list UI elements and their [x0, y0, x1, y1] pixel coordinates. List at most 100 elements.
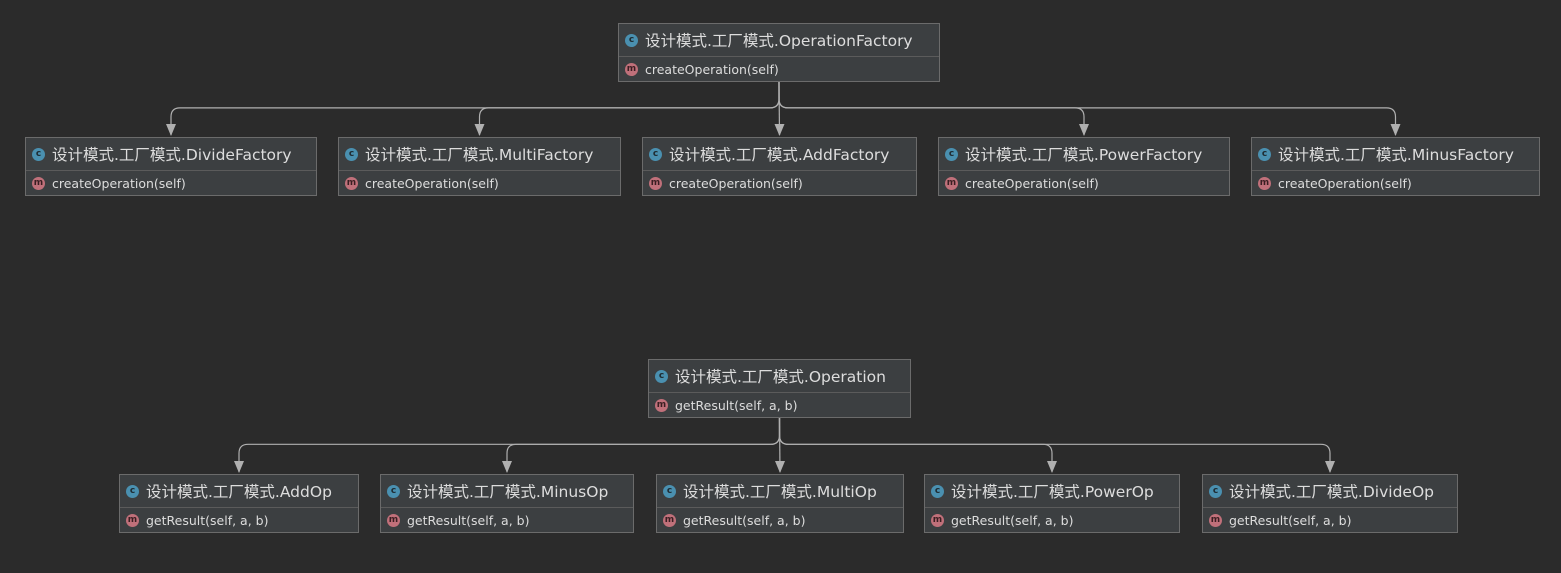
class-header: c 设计模式.工厂模式.MinusOp — [381, 475, 633, 508]
method-icon: m — [649, 176, 662, 190]
method-row[interactable]: m getResult(self, a, b) — [120, 508, 358, 532]
method-name: getResult(self, a, b) — [675, 397, 798, 413]
class-name: 设计模式.工厂模式.MinusOp — [407, 483, 609, 501]
method-row[interactable]: m createOperation(self) — [643, 171, 916, 195]
class-icon: c — [655, 369, 668, 383]
class-icon: c — [625, 33, 638, 47]
method-row[interactable]: m createOperation(self) — [26, 171, 316, 195]
method-row[interactable]: m getResult(self, a, b) — [657, 508, 903, 532]
class-icon: c — [945, 147, 958, 161]
inheritance-edge — [778, 82, 1397, 135]
method-row[interactable]: m createOperation(self) — [619, 57, 939, 81]
arrowhead-icon — [474, 124, 485, 136]
class-header: c 设计模式.工厂模式.DivideFactory — [26, 138, 316, 171]
class-node-divide-op[interactable]: c 设计模式.工厂模式.DivideOp m getResult(self, a… — [1202, 474, 1458, 533]
inheritance-edge — [478, 82, 780, 135]
class-node-add-factory[interactable]: c 设计模式.工厂模式.AddFactory m createOperation… — [642, 137, 917, 196]
class-name: 设计模式.工厂模式.AddFactory — [669, 146, 890, 164]
class-icon: c — [387, 484, 400, 498]
method-icon: m — [945, 176, 958, 190]
class-node-power-op[interactable]: c 设计模式.工厂模式.PowerOp m getResult(self, a,… — [924, 474, 1180, 533]
arrowhead-icon — [775, 461, 785, 473]
inheritance-edge — [778, 418, 1331, 472]
class-name: 设计模式.工厂模式.Operation — [675, 368, 886, 386]
class-header: c 设计模式.工厂模式.MultiOp — [657, 475, 903, 508]
inheritance-edge — [778, 82, 1085, 135]
class-name: 设计模式.工厂模式.AddOp — [146, 483, 332, 501]
method-name: createOperation(self) — [965, 175, 1099, 191]
class-name: 设计模式.工厂模式.PowerOp — [951, 483, 1154, 501]
class-node-operation-factory[interactable]: c 设计模式.工厂模式.OperationFactory m createOpe… — [618, 23, 940, 82]
class-icon: c — [1209, 484, 1222, 498]
class-icon: c — [32, 147, 45, 161]
method-row[interactable]: m getResult(self, a, b) — [1203, 508, 1457, 532]
method-name: createOperation(self) — [52, 175, 186, 191]
class-header: c 设计模式.工厂模式.AddFactory — [643, 138, 916, 171]
class-icon: c — [931, 484, 944, 498]
arrowhead-icon — [1390, 124, 1401, 136]
method-name: getResult(self, a, b) — [407, 512, 530, 528]
class-icon: c — [126, 484, 139, 498]
class-node-power-factory[interactable]: c 设计模式.工厂模式.PowerFactory m createOperati… — [938, 137, 1230, 196]
method-row[interactable]: m createOperation(self) — [939, 171, 1229, 195]
class-header: c 设计模式.工厂模式.MultiFactory — [339, 138, 620, 171]
method-name: createOperation(self) — [669, 175, 803, 191]
class-name: 设计模式.工厂模式.DivideOp — [1229, 483, 1434, 501]
method-row[interactable]: m getResult(self, a, b) — [649, 393, 910, 417]
arrowhead-icon — [234, 461, 244, 473]
method-icon: m — [1209, 513, 1222, 527]
class-header: c 设计模式.工厂模式.MinusFactory — [1252, 138, 1539, 171]
class-header: c 设计模式.工厂模式.PowerOp — [925, 475, 1179, 508]
class-header: c 设计模式.工厂模式.OperationFactory — [619, 24, 939, 57]
class-icon: c — [663, 484, 676, 498]
method-icon: m — [32, 176, 45, 190]
method-name: getResult(self, a, b) — [146, 512, 269, 528]
class-header: c 设计模式.工厂模式.PowerFactory — [939, 138, 1229, 171]
method-name: getResult(self, a, b) — [683, 512, 806, 528]
method-row[interactable]: m createOperation(self) — [1252, 171, 1539, 195]
arrowhead-icon — [1047, 461, 1057, 473]
inheritance-edge — [506, 418, 781, 472]
class-node-minus-factory[interactable]: c 设计模式.工厂模式.MinusFactory m createOperati… — [1251, 137, 1540, 196]
method-icon: m — [387, 513, 400, 527]
class-node-minus-op[interactable]: c 设计模式.工厂模式.MinusOp m getResult(self, a,… — [380, 474, 634, 533]
method-row[interactable]: m getResult(self, a, b) — [925, 508, 1179, 532]
class-node-divide-factory[interactable]: c 设计模式.工厂模式.DivideFactory m createOperat… — [25, 137, 317, 196]
class-node-multi-factory[interactable]: c 设计模式.工厂模式.MultiFactory m createOperati… — [338, 137, 621, 196]
class-header: c 设计模式.工厂模式.AddOp — [120, 475, 358, 508]
class-name: 设计模式.工厂模式.DivideFactory — [52, 146, 292, 164]
class-header: c 设计模式.工厂模式.DivideOp — [1203, 475, 1457, 508]
class-node-operation[interactable]: c 设计模式.工厂模式.Operation m getResult(self, … — [648, 359, 911, 418]
class-node-multi-op[interactable]: c 设计模式.工厂模式.MultiOp m getResult(self, a,… — [656, 474, 904, 533]
method-name: createOperation(self) — [645, 61, 779, 77]
method-icon: m — [663, 513, 676, 527]
inheritance-edge — [778, 418, 1053, 472]
method-icon: m — [655, 398, 668, 412]
class-name: 设计模式.工厂模式.MinusFactory — [1278, 146, 1514, 164]
class-name: 设计模式.工厂模式.MultiFactory — [365, 146, 594, 164]
class-name: 设计模式.工厂模式.MultiOp — [683, 483, 877, 501]
class-node-add-op[interactable]: c 设计模式.工厂模式.AddOp m getResult(self, a, b… — [119, 474, 359, 533]
method-row[interactable]: m createOperation(self) — [339, 171, 620, 195]
method-name: getResult(self, a, b) — [951, 512, 1074, 528]
class-icon: c — [345, 147, 358, 161]
method-icon: m — [1258, 176, 1271, 190]
arrowhead-icon — [502, 461, 512, 473]
method-name: getResult(self, a, b) — [1229, 512, 1352, 528]
method-icon: m — [126, 513, 139, 527]
class-icon: c — [649, 147, 662, 161]
method-name: createOperation(self) — [365, 175, 499, 191]
arrowhead-icon — [774, 124, 785, 136]
method-icon: m — [345, 176, 358, 190]
arrowhead-icon — [1325, 461, 1335, 473]
class-name: 设计模式.工厂模式.PowerFactory — [965, 146, 1203, 164]
method-icon: m — [625, 62, 638, 76]
class-icon: c — [1258, 147, 1271, 161]
method-icon: m — [931, 513, 944, 527]
method-row[interactable]: m getResult(self, a, b) — [381, 508, 633, 532]
class-name: 设计模式.工厂模式.OperationFactory — [645, 32, 913, 50]
class-header: c 设计模式.工厂模式.Operation — [649, 360, 910, 393]
arrowhead-icon — [166, 124, 176, 136]
